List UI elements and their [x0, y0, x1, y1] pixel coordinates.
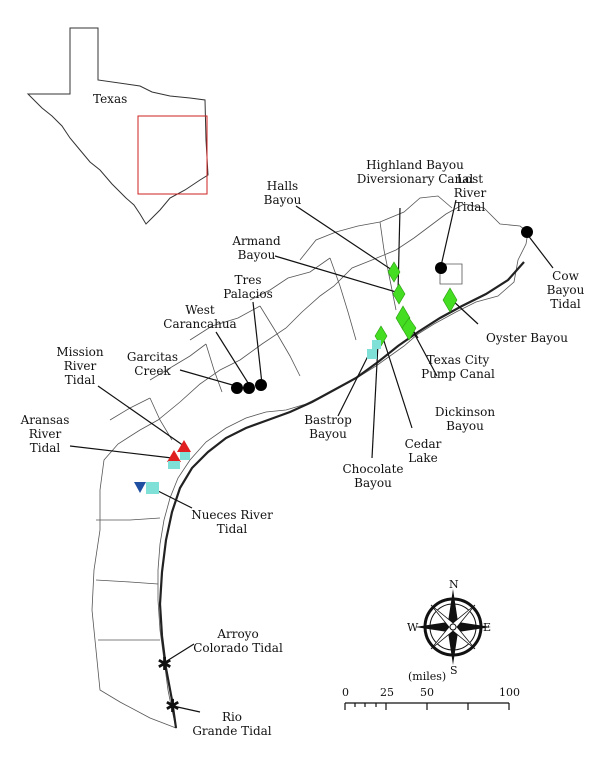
- scale-bar: [344, 702, 510, 710]
- scale-unit: (miles): [408, 670, 447, 683]
- marker-diamond: [442, 287, 458, 313]
- marker-circle: [521, 226, 533, 238]
- marker-circle: [255, 379, 267, 391]
- compass-e: E: [483, 621, 492, 634]
- marker-diamond: [392, 283, 406, 305]
- scale-tick-0: 0: [342, 686, 349, 699]
- compass-n: N: [449, 578, 459, 591]
- marker-square: [367, 349, 377, 359]
- inset-texas-label: Texas: [93, 92, 128, 106]
- compass-s: S: [450, 664, 458, 677]
- scale-tick-50: 50: [420, 686, 434, 699]
- marker-square: [168, 461, 180, 469]
- scale-tick-25: 25: [380, 686, 394, 699]
- marker-square: [146, 482, 159, 494]
- coastline: [158, 261, 525, 729]
- texas-inset-map: [26, 27, 209, 225]
- marker-down-triangle: [134, 482, 146, 493]
- compass-rose: [415, 589, 491, 665]
- marker-circle: [231, 382, 243, 394]
- marker-square: [180, 452, 190, 460]
- marker-circle: [435, 262, 447, 274]
- marker-up-triangle: [167, 450, 181, 462]
- site-markers: ✱ ✱: [134, 226, 533, 717]
- marker-diamond: [401, 317, 417, 341]
- marker-asterisk: ✱: [165, 696, 180, 717]
- coastal-counties-outline: [91, 195, 529, 729]
- inset-highlight-box: [137, 115, 208, 195]
- scale-tick-100: 100: [499, 686, 520, 699]
- marker-up-triangle: [177, 440, 191, 452]
- marker-circle: [243, 382, 255, 394]
- marker-diamond: [387, 261, 401, 283]
- label-oyster-bayou: Oyster Bayou: [486, 331, 568, 345]
- marker-square: [372, 340, 381, 349]
- compass-w: W: [407, 621, 419, 634]
- marker-asterisk: ✱: [157, 654, 172, 675]
